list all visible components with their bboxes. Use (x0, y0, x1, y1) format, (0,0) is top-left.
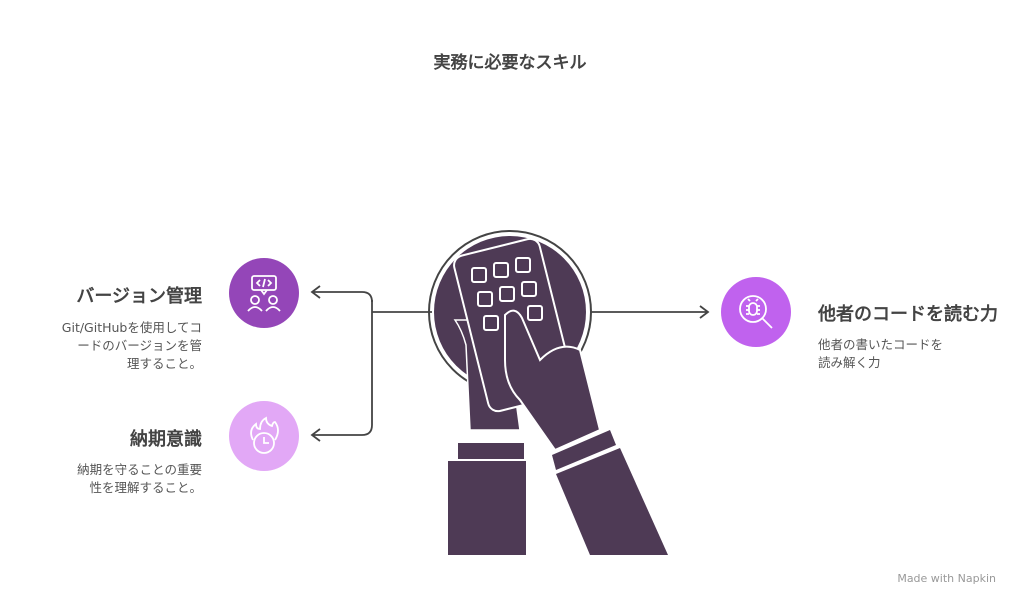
desc-line: 性を理解すること。 (89, 480, 202, 495)
arrow-to-deadline (310, 312, 373, 442)
deadline-clock-fire-icon (229, 401, 299, 471)
diagram-title: 実務に必要なスキル (433, 53, 587, 73)
desc-line: 読み解く力 (818, 355, 881, 370)
desc-line: 納期を守ることの重要 (77, 462, 202, 477)
item-description: Git/GitHubを使用してコ ードのバージョンを管 理すること。 (32, 319, 202, 373)
item-description: 納期を守ることの重要 性を理解すること。 (32, 461, 202, 497)
hand-phone-illustration (428, 230, 668, 555)
desc-line: ードのバージョンを管 (77, 338, 202, 353)
arrow-to-code-reading (590, 305, 710, 319)
desc-line: 理すること。 (126, 356, 202, 371)
arrow-to-version-control (310, 285, 373, 303)
bug-search-icon (721, 277, 791, 347)
item-description: 他者の書いたコードを 読み解く力 (818, 336, 943, 372)
item-heading: バージョン管理 (76, 286, 202, 307)
item-heading: 納期意識 (130, 429, 202, 450)
footer-credit: Made with Napkin (897, 572, 996, 585)
item-heading: 他者のコードを読む力 (818, 304, 998, 325)
desc-line: Git/GitHubを使用してコ (61, 320, 202, 335)
code-collaboration-icon (229, 258, 299, 328)
desc-line: 他者の書いたコードを (818, 337, 944, 352)
